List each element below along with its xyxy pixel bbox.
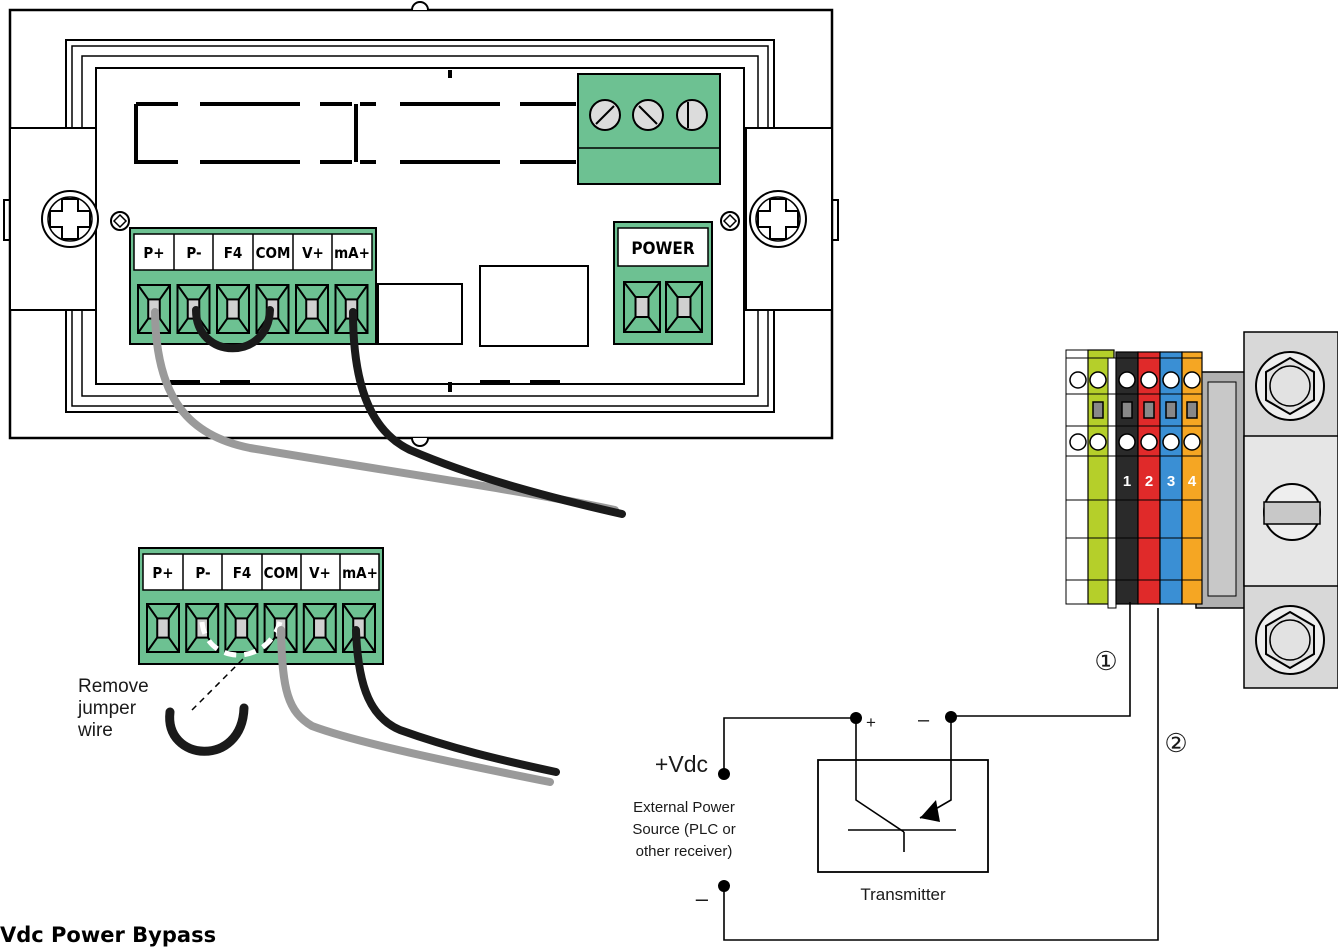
terminal-label-f4: F4 (233, 564, 252, 582)
left-screw-icon (41, 190, 130, 248)
terminal-slot-bevel (263, 603, 298, 653)
marker-1: ① (1094, 646, 1117, 676)
terminal-label-p-minus: P- (186, 244, 201, 262)
marker-2: ② (1164, 728, 1187, 758)
signal-terminal-block-bottom: P+ P- F4 COM V+ mA+ (138, 547, 384, 665)
terminal-slot-bevel (295, 284, 329, 334)
terminal-label-f4: F4 (224, 244, 243, 262)
terminal-wire-hole (1089, 433, 1107, 451)
card-slot-outline (134, 70, 576, 392)
terminal-screw-hole (156, 617, 170, 639)
terminal-slot-bevel (302, 603, 337, 653)
remove-jumper-line-3: wire (77, 720, 113, 741)
terminal-slot-bevel (185, 603, 220, 653)
top-terminal-wires (151, 306, 626, 518)
relay-terminal-block (577, 73, 721, 185)
terminal-screw-icon (676, 99, 708, 131)
signal-terminal-block-top: P+ P- F4 COM V+ mA+ (129, 227, 377, 345)
terminal-slot-bevel (342, 603, 376, 653)
terminal-slot-bevel (334, 284, 369, 334)
terminal-label-ma-plus: mA+ (342, 564, 378, 582)
transmitter-label: Transmitter (860, 885, 946, 904)
minus-sign: – (918, 709, 930, 731)
external-source-line-3: other receiver) (636, 843, 733, 860)
terminal-slot-bevel (216, 284, 250, 334)
din-rail-terminals: 1 2 3 4 (1065, 331, 1338, 689)
block-number-2: 2 (1145, 473, 1153, 490)
terminal-lever (1186, 401, 1198, 419)
remove-jumper-line-1: Remove (78, 676, 149, 697)
terminal-label-ma-plus: mA+ (334, 244, 370, 262)
remove-jumper-line-2: jumper (77, 698, 137, 719)
jumper-leader-line (191, 657, 245, 711)
terminal-wire-hole (1069, 371, 1087, 389)
terminal-slot-bevel (137, 284, 171, 334)
block-number-4: 4 (1188, 473, 1197, 490)
vdc-label: +Vdc (655, 751, 708, 777)
terminal-wire-hole (1183, 371, 1201, 389)
terminal-wire-hole (1162, 433, 1180, 451)
terminal-screw-hole (313, 617, 327, 639)
vdc-minus-terminal (718, 880, 730, 892)
external-source-line-1: External Power (633, 799, 735, 816)
terminal-slot-bevel (255, 284, 290, 334)
terminal-label-com: COM (256, 244, 291, 262)
footer-title: Vdc Power Bypass (0, 923, 216, 947)
terminal-label-p-plus: P+ (143, 244, 164, 262)
vdc-plus-terminal (718, 768, 730, 780)
terminal-wire-hole (1140, 433, 1158, 451)
terminal-wire-hole (1118, 433, 1136, 451)
transmitter-minus-terminal (945, 711, 957, 723)
transmitter-plus-terminal (850, 712, 862, 724)
terminal-lever (1121, 401, 1133, 419)
terminal-screw-hole (226, 298, 240, 320)
plus-sign: + (866, 713, 876, 732)
terminal-lever (1092, 401, 1104, 419)
terminal-slot-bevel (224, 603, 259, 653)
terminal-wire-hole (1069, 433, 1087, 451)
terminal-lever (1165, 401, 1177, 419)
terminal-screw-hole (634, 296, 650, 318)
block-number-3: 3 (1167, 473, 1175, 490)
vdc-minus-label: – (696, 886, 709, 911)
terminal-wire-hole (1118, 371, 1136, 389)
terminal-label-v-plus: V+ (302, 244, 324, 262)
terminal-screw-hole (234, 617, 249, 639)
terminal-slot-bevel (623, 281, 661, 333)
bottom-terminal-wires (277, 626, 560, 786)
meter-rear-view: P+ P- F4 COM V+ mA+ POWER (3, 1, 839, 447)
terminal-label-com: COM (264, 564, 299, 582)
terminal-label-v-plus: V+ (309, 564, 331, 582)
loose-jumper-wire (165, 703, 249, 756)
terminal-screw-icon (632, 99, 664, 131)
transmitter-box (817, 759, 989, 873)
terminal-screw-hole (676, 296, 692, 318)
terminal-slot-bevel (665, 281, 703, 333)
terminal-lever (1143, 401, 1155, 419)
terminal-label-p-plus: P+ (152, 564, 173, 582)
circuit-wires (723, 602, 1159, 941)
external-source-line-2: Source (PLC or (632, 821, 735, 838)
block-number-1: 1 (1123, 473, 1131, 490)
transistor-arrow-icon (920, 800, 940, 822)
power-label: POWER (631, 239, 695, 259)
terminal-label-p-minus: P- (195, 564, 210, 582)
power-terminal-block: POWER (613, 221, 713, 345)
terminal-wire-hole (1183, 433, 1201, 451)
terminal-slot-bevel (146, 603, 180, 653)
terminal-wire-hole (1140, 371, 1158, 389)
terminal-wire-hole (1162, 371, 1180, 389)
terminal-screw-hole (305, 298, 319, 320)
terminal-screw-icon (589, 99, 621, 131)
terminal-slot-bevel (176, 284, 211, 334)
right-screw-icon (720, 190, 807, 248)
terminal-wire-hole (1089, 371, 1107, 389)
